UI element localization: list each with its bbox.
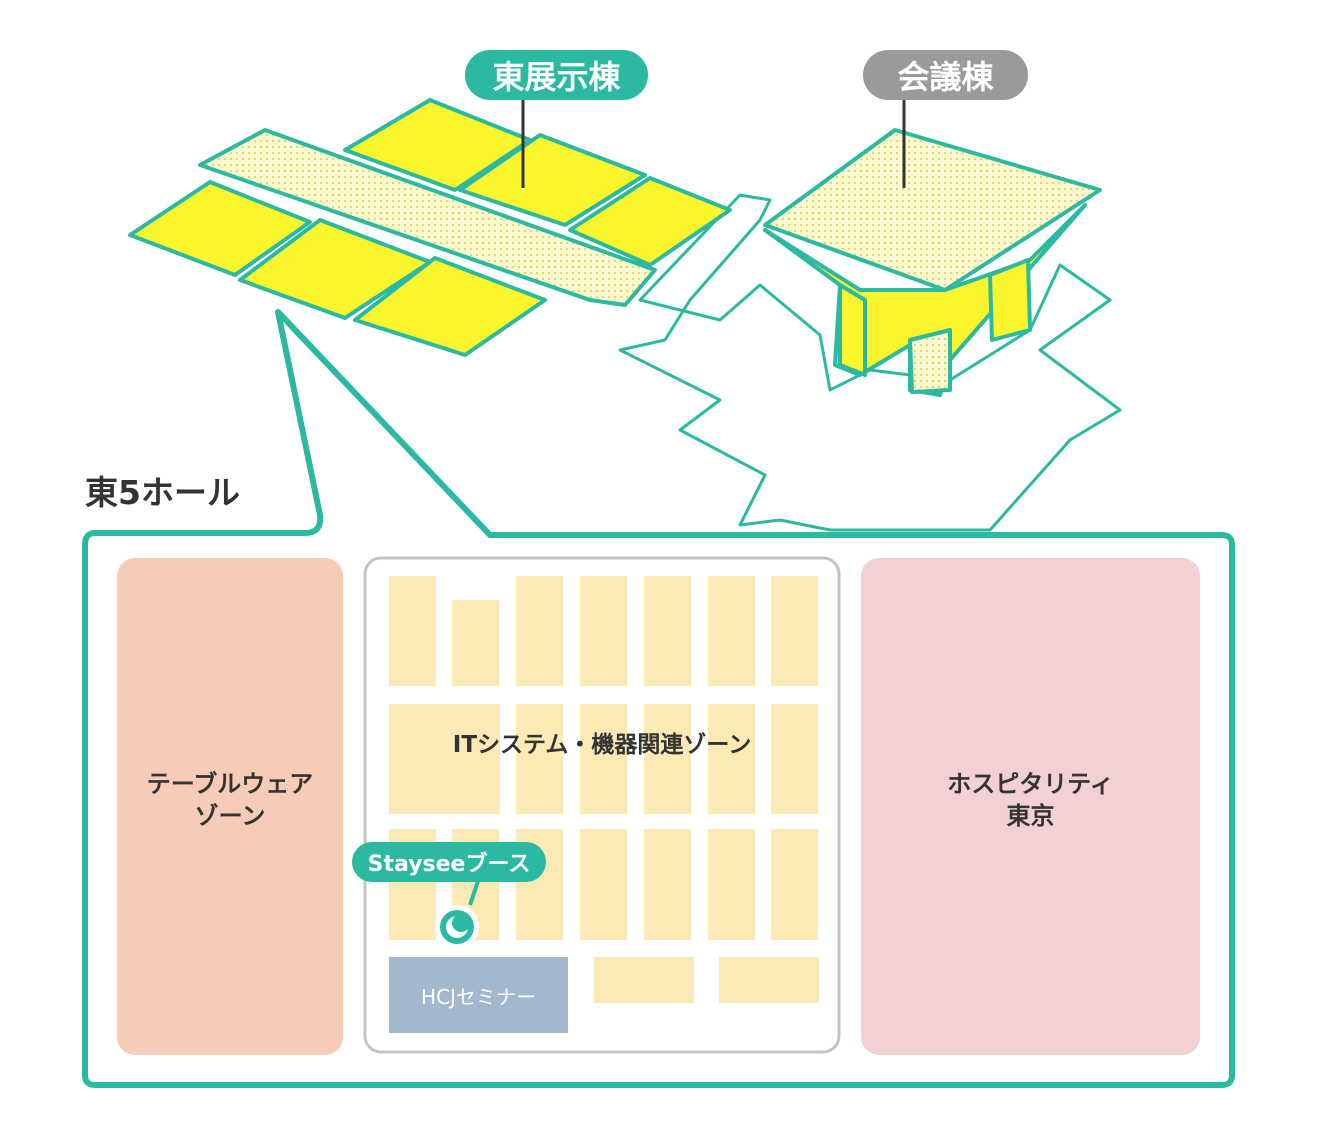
east-hall-back-3 — [568, 176, 732, 267]
booth-block — [719, 957, 819, 1003]
conference-building-label[interactable]: 会議棟 — [863, 50, 1028, 100]
it-zone-label: ITシステム・機器関連ゾーン — [452, 732, 752, 758]
east-building-corridor — [198, 128, 657, 307]
booth-block — [771, 576, 818, 686]
staysee-booth-label[interactable]: Stayseeブース — [352, 842, 546, 882]
booth-block — [516, 704, 563, 814]
hospitality-zone-label-line1: ホスピタリティ — [947, 770, 1114, 798]
booth-block — [389, 704, 500, 814]
conference-building-leg-right — [988, 258, 1032, 342]
booth-row-2 — [389, 704, 818, 814]
hall-title: 東5ホール — [85, 473, 240, 512]
booth-block — [771, 829, 818, 940]
hcj-seminar-area — [389, 957, 568, 1033]
tableware-zone-label-line2: ゾーン — [194, 802, 266, 830]
conference-building-leg-left — [838, 283, 867, 377]
east-building-label[interactable]: 東展示棟 — [465, 50, 648, 100]
booth-block — [580, 704, 627, 814]
booth-block — [644, 576, 691, 686]
hospitality-zone-label-line2: 東京 — [1006, 802, 1055, 830]
hospitality-zone — [861, 558, 1200, 1055]
booth-block — [771, 704, 818, 814]
booth-block — [644, 829, 691, 940]
staysee-logo-pin-icon[interactable] — [435, 905, 479, 949]
booth-row-1 — [389, 576, 818, 686]
east-hall-front-1 — [128, 180, 312, 277]
tableware-zone-label: テーブルウェア ゾーン — [117, 760, 343, 840]
booth-block — [516, 576, 563, 686]
tableware-zone — [117, 558, 343, 1055]
east-hall-back-2 — [458, 133, 647, 227]
hcj-seminar-label: HCJセミナー — [421, 984, 536, 1009]
booth-block — [708, 576, 755, 686]
booth-block — [389, 576, 436, 686]
booth-block — [708, 829, 755, 940]
booth-block — [644, 704, 691, 814]
booth-block — [580, 576, 627, 686]
conference-building-roof — [763, 128, 1102, 292]
booth-block — [594, 957, 694, 1003]
east-hall-front-3 — [353, 256, 547, 357]
tableware-zone-label-line1: テーブルウェア — [146, 770, 314, 798]
conference-building-leg-front — [908, 328, 952, 394]
walkway-area — [618, 193, 1122, 532]
booth-block — [708, 704, 755, 814]
booth-block — [452, 600, 499, 686]
hospitality-zone-label: ホスピタリティ 東京 — [861, 760, 1200, 840]
booth-row-3 — [389, 829, 818, 940]
booth-block — [580, 829, 627, 940]
